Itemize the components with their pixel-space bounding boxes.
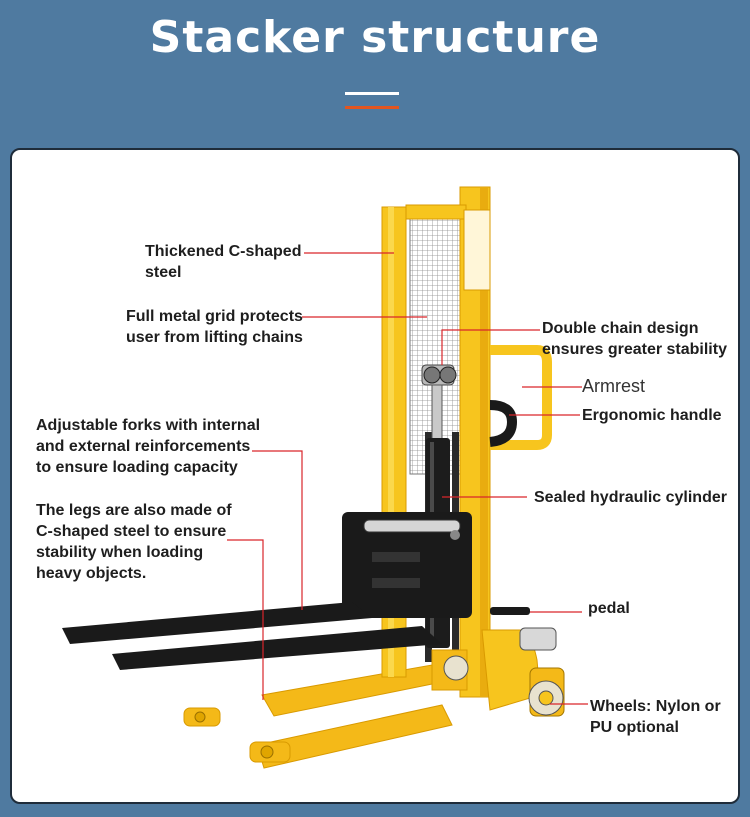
label-legs: The legs are also made of C-shaped steel… [36, 502, 232, 582]
title-underline [345, 92, 399, 95]
label-armrest: Armrest [582, 376, 645, 396]
ergonomic-handle [489, 345, 552, 450]
label-ergonomic-handle: Ergonomic handle [582, 407, 722, 424]
label-adjustable-forks: Adjustable forks with internal and exter… [36, 417, 261, 476]
pedal [490, 607, 530, 615]
right-mast [405, 186, 491, 698]
fork-carriage [342, 512, 472, 618]
forks [62, 602, 442, 670]
label-pedal: pedal [588, 600, 630, 617]
label-thickened-steel: Thickened C-shaped steel [145, 243, 302, 281]
base-legs [183, 664, 453, 769]
title-accent-bar [345, 106, 399, 109]
leader-lines [227, 252, 588, 705]
page-title: Stacker structure [149, 12, 601, 63]
label-hydraulic-cylinder: Sealed hydraulic cylinder [534, 489, 727, 506]
label-metal-grid: Full metal grid protects user from lifti… [126, 308, 303, 346]
wheels [443, 627, 565, 717]
label-double-chain: Double chain design ensures greater stab… [542, 320, 727, 358]
diagram-panel: Thickened C-shaped steel Full metal grid… [10, 148, 740, 804]
stacker-illustration [62, 186, 588, 769]
label-wheels: Wheels: Nylon or PU optional [590, 698, 721, 736]
